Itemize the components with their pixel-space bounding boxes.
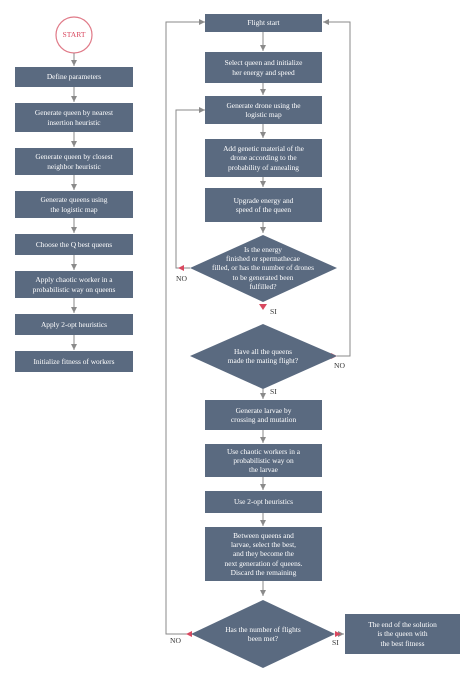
label-si-queens: SI — [270, 387, 277, 396]
label-si-flights: SI — [332, 638, 339, 647]
step-add-genetic-material: Add genetic material of the drone accord… — [205, 139, 322, 177]
step-chaotic-workers-larvae: Use chaotic workers in a probabilistic w… — [205, 444, 322, 477]
right-connectors — [165, 19, 351, 637]
step-logistic-map-queens: Generate queens using the logistic map — [15, 191, 133, 218]
start-label: START — [62, 30, 86, 39]
step-generate-larvae: Generate larvae by crossing and mutation — [205, 400, 322, 430]
decision-energy-diamond — [190, 235, 337, 302]
step-end-solution: The end of the solution is the queen wit… — [345, 614, 460, 654]
label-si-energy: SI — [270, 307, 277, 316]
label-no-energy: NO — [176, 274, 187, 283]
step-select-best: Between queens and larvae, select the be… — [205, 527, 322, 581]
decision-flights-diamond — [191, 600, 335, 668]
decision-queens-diamond — [190, 324, 337, 389]
decision-energy-text: Is the energy finished or spermathecae f… — [211, 245, 314, 291]
step-initialize-fitness: Initialize fitness of workers — [15, 351, 133, 372]
step-use-2opt: Use 2-opt heuristics — [205, 491, 322, 513]
step-upgrade-energy: Upgrade energy and speed of the queen — [205, 188, 322, 222]
step-select-queen: Select queen and initialize her energy a… — [205, 52, 322, 83]
step-choose-best-queens: Choose the Q best queens — [15, 234, 133, 255]
step-apply-chaotic-worker: Apply chaotic worker in a probabilistic … — [15, 271, 133, 298]
step-define-parameters: Define parameters — [15, 67, 133, 87]
step-nearest-insertion: Generate queen by nearest insertion heur… — [15, 103, 133, 132]
decision-flights-text: Has the number of flights been met? — [225, 624, 301, 643]
step-apply-2opt: Apply 2-opt heuristics — [15, 314, 133, 335]
step-flight-start: Flight start — [205, 14, 322, 32]
step-generate-drone: Generate drone using the logistic map — [205, 96, 322, 124]
step-closest-neighbor: Generate queen by closest neighbor heuri… — [15, 148, 133, 175]
label-no-flights: NO — [170, 636, 181, 645]
label-no-queens: NO — [334, 361, 345, 370]
decision-queens-text: Have all the queens made the mating flig… — [227, 346, 299, 365]
